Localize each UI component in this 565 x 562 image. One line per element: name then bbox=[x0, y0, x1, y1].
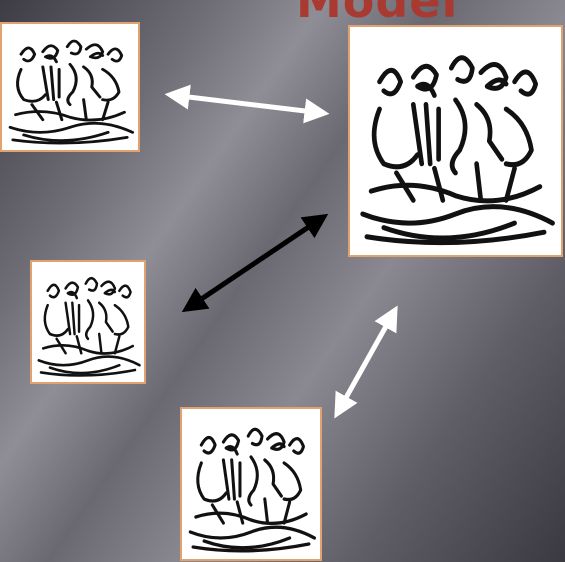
arrow-middle bbox=[188, 218, 322, 308]
arrow-top bbox=[172, 95, 322, 113]
arrow-bottom bbox=[338, 312, 394, 412]
